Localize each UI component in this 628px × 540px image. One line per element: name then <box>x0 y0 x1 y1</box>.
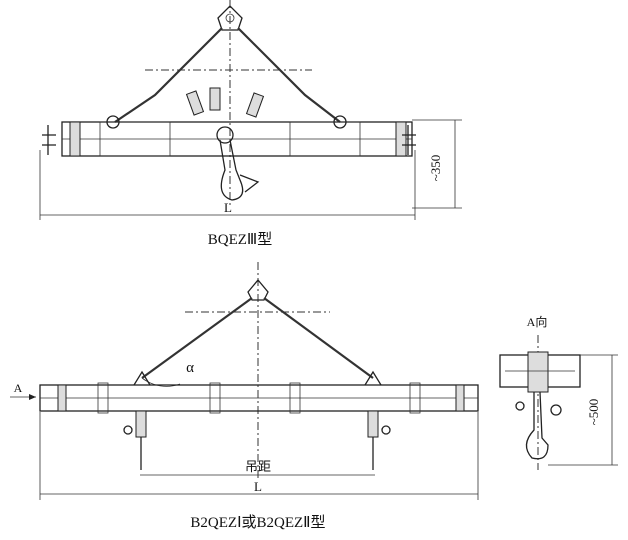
top-caption: BQEZⅢ型 <box>208 231 273 248</box>
side-view-title: A向 <box>527 314 548 329</box>
view-arrow-label: A <box>14 381 23 395</box>
bottom-length-dimension: L <box>254 479 262 494</box>
bottom-dimensions <box>39 412 479 500</box>
top-length-dimension: L <box>224 200 232 215</box>
side-view <box>499 335 618 470</box>
bottom-caption: B2QEZⅠ或B2QEZⅡ型 <box>190 514 325 531</box>
bottom-spreader-beam <box>39 262 479 480</box>
side-height-dimension: ~500 <box>586 399 601 426</box>
view-arrow-a <box>10 394 36 400</box>
top-spreader-beam <box>42 0 416 205</box>
top-dimensions <box>39 119 462 220</box>
top-height-dimension: ~350 <box>428 155 443 182</box>
span-dimension: 吊距 <box>245 459 271 474</box>
angle-label: α <box>186 360 194 376</box>
